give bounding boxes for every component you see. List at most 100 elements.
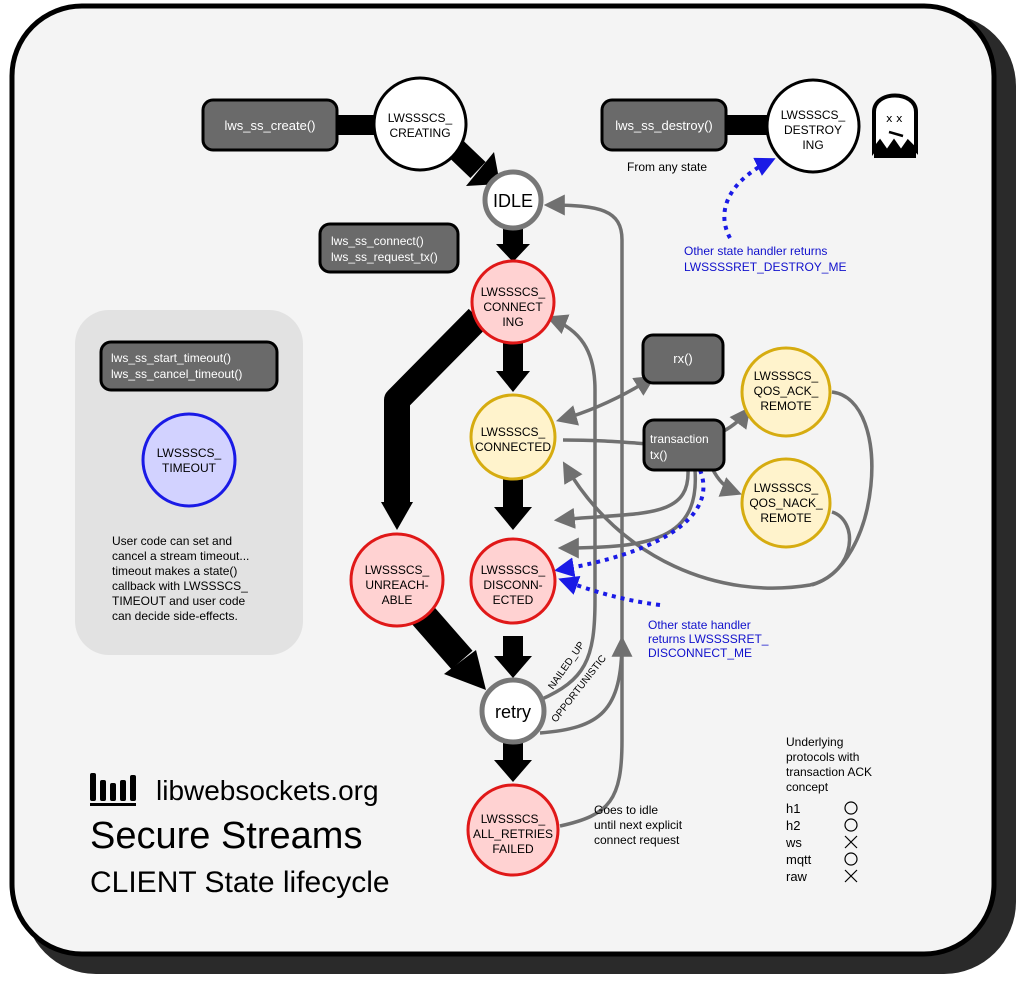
qos-ack-line2: QOS_ACK_ xyxy=(754,384,819,398)
timeout-line2: TIMEOUT xyxy=(162,461,217,475)
title-line2: CLIENT State lifecycle xyxy=(90,866,390,899)
brand-site: libwebsockets.org xyxy=(156,775,379,806)
timeout-desc-3: timeout makes a state() xyxy=(112,564,237,578)
arrow-idle-connecting xyxy=(496,228,530,262)
timeout-desc-5: TIMEOUT and user code xyxy=(112,594,245,608)
connecting-line2: CONNECT xyxy=(483,300,543,314)
disconnect-me-note-3: DISCONNECT_ME xyxy=(648,646,752,660)
rx-label: rx() xyxy=(673,351,693,366)
arrow-unreachable-retry xyxy=(409,602,486,690)
rx-box[interactable]: rx() xyxy=(641,333,725,385)
protocol-name-raw: raw xyxy=(786,869,808,884)
create-label: lws_ss_create() xyxy=(224,118,315,133)
connect-box[interactable]: lws_ss_connect() lws_ss_request_tx() xyxy=(318,222,460,274)
arrow-create-creating xyxy=(336,115,384,135)
connecting-line3: ING xyxy=(502,315,523,329)
start-timeout-label: lws_ss_start_timeout() xyxy=(111,351,231,365)
goes-idle-3: connect request xyxy=(594,833,680,847)
arrow-connecting-unreachable xyxy=(381,308,488,530)
protocol-name-mqtt: mqtt xyxy=(786,852,812,867)
arrow-connected-disconnected xyxy=(494,478,532,530)
connected-line1: LWSSSCS_ xyxy=(481,425,546,439)
arrow-opportunistic xyxy=(539,635,633,735)
timeout-desc-4: callback with LWSSSCS_ xyxy=(112,579,248,593)
arrow-tx-disconnected-a xyxy=(553,469,690,529)
protocols-heading-1: Underlying xyxy=(786,735,843,749)
secondary-arrows xyxy=(539,194,874,828)
arrow-connected-rx xyxy=(555,375,656,426)
creating-line1: LWSSSCS_ xyxy=(388,111,453,125)
retry-label: retry xyxy=(495,702,531,722)
timeout-desc-2: cancel a stream timeout... xyxy=(112,549,249,563)
unreachable-line2: UNREACH- xyxy=(365,578,428,592)
qos-ack-line1: LWSSSCS_ xyxy=(754,369,819,383)
arrow-disconnect-me-b xyxy=(558,575,661,607)
tombstone-icon: x x xyxy=(872,93,918,158)
transaction-box[interactable]: transaction tx() xyxy=(642,418,726,472)
cancel-timeout-label: lws_ss_cancel_timeout() xyxy=(111,367,242,381)
transaction-label: transaction xyxy=(650,432,709,446)
arrow-disconnect-me-a xyxy=(554,469,706,578)
idle-label: IDLE xyxy=(493,191,533,211)
failed-line3: FAILED xyxy=(492,842,534,856)
disconnect-me-note-2: returns LWSSSSRET_ xyxy=(648,632,769,646)
state-qos-nack: LWSSSCS_ QOS_NACK_ REMOTE xyxy=(740,457,832,549)
unreachable-line1: LWSSSCS_ xyxy=(365,563,430,577)
destroy-label: lws_ss_destroy() xyxy=(615,118,713,133)
disconnected-line3: ECTED xyxy=(493,593,534,607)
qos-nack-line2: QOS_NACK_ xyxy=(749,496,823,510)
destroying-line2: DESTROY xyxy=(784,123,842,137)
qos-nack-line1: LWSSSCS_ xyxy=(754,481,819,495)
arrow-retry-failed xyxy=(494,741,532,782)
state-unreachable: LWSSSCS_ UNREACH- ABLE xyxy=(349,532,445,628)
state-qos-ack: LWSSSCS_ QOS_ACK_ REMOTE xyxy=(740,346,832,438)
protocol-name-h1: h1 xyxy=(786,801,800,816)
state-idle: IDLE xyxy=(482,169,544,231)
create-box[interactable]: lws_ss_create() xyxy=(201,98,339,152)
arrow-qos-ack-loop xyxy=(562,390,874,590)
disconnected-line2: DISCONN- xyxy=(483,578,542,592)
ack-no-icon-raw xyxy=(844,869,858,883)
connect-label: lws_ss_connect() xyxy=(331,234,424,248)
protocols-heading-3: transaction ACK xyxy=(786,765,872,779)
arrow-creating-idle xyxy=(447,140,500,186)
goes-idle-2: until next explicit xyxy=(594,818,683,832)
state-destroying: LWSSSCS_ DESTROY ING xyxy=(765,78,861,174)
libwebsockets-logo-icon xyxy=(90,773,136,806)
svg-text:x x: x x xyxy=(886,112,903,125)
protocols-heading-4: concept xyxy=(786,780,829,794)
protocols-heading-2: protocols with xyxy=(786,750,859,764)
arrow-connected-tx xyxy=(562,438,651,446)
protocol-name-h2: h2 xyxy=(786,818,800,833)
ack-yes-icon-mqtt xyxy=(844,852,858,866)
destroy-me-note-1: Other state handler returns xyxy=(684,244,827,258)
timeout-fn-box[interactable]: lws_ss_start_timeout() lws_ss_cancel_tim… xyxy=(99,340,279,392)
destroy-me-note-2: LWSSSSRET_DESTROY_ME xyxy=(684,260,846,274)
title-line1: Secure Streams xyxy=(90,815,362,857)
qos-nack-line3: REMOTE xyxy=(760,511,811,525)
arrow-destroy-destroying xyxy=(725,115,769,135)
arrow-failed-to-idle xyxy=(543,194,624,828)
state-connecting: LWSSSCS_ CONNECT ING xyxy=(470,259,556,345)
ack-no-icon-ws xyxy=(844,835,858,849)
state-all-retries-failed: LWSSSCS_ ALL_RETRIES FAILED xyxy=(466,783,560,877)
state-disconnected: LWSSSCS_ DISCONN- ECTED xyxy=(469,537,557,625)
tx-label: tx() xyxy=(650,448,667,462)
ack-yes-icon-h2 xyxy=(844,818,858,832)
destroy-box[interactable]: lws_ss_destroy() xyxy=(600,98,728,152)
goes-idle-1: Goes to idle xyxy=(594,803,658,817)
request-tx-label: lws_ss_request_tx() xyxy=(331,250,438,264)
connecting-line1: LWSSSCS_ xyxy=(481,285,546,299)
qos-ack-line3: REMOTE xyxy=(760,399,811,413)
timeout-description: User code can set and cancel a stream ti… xyxy=(112,534,249,623)
timeout-desc-1: User code can set and xyxy=(112,534,232,548)
creating-line2: CREATING xyxy=(389,126,450,140)
arrow-qos-nack-loop xyxy=(811,510,852,587)
failed-line2: ALL_RETRIES xyxy=(473,827,553,841)
protocol-name-ws: ws xyxy=(785,835,802,850)
arrow-connecting-connected xyxy=(496,343,530,392)
arrow-tx-disconnected-b xyxy=(557,469,698,559)
timeout-desc-6: can decide side-effects. xyxy=(112,609,238,623)
arrow-destroy-me xyxy=(722,157,776,239)
